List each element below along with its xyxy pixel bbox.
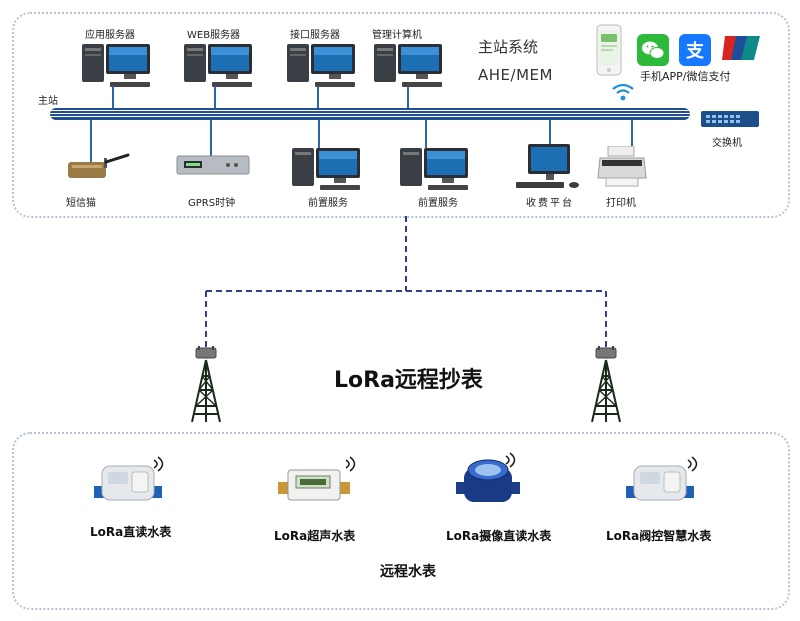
- lora-gateway-tower-right-icon: [591, 346, 621, 423]
- meter-label-camera: LoRa摄像直读水表: [446, 529, 552, 543]
- connector: [214, 86, 216, 108]
- system-name: 主站系统: [478, 38, 539, 56]
- front-server-2-label: 前置服务: [418, 198, 458, 209]
- meters-panel: [12, 432, 790, 610]
- lora-gateway-tower-left-icon: [191, 346, 221, 423]
- front-server-2-computer-icon: [400, 148, 468, 190]
- connector: [112, 86, 114, 108]
- billing-platform-computer-icon: [516, 144, 579, 188]
- connector: [425, 120, 427, 148]
- mobile-phone-icon: [596, 24, 622, 76]
- switch-label: 交换机: [712, 138, 742, 149]
- meter-label-ultrasonic: LoRa超声水表: [274, 529, 356, 543]
- app-payment-label: 手机APP/微信支付: [640, 70, 731, 83]
- main-station-label: 主站: [38, 96, 58, 107]
- lora-valve-smart-meter-icon: [626, 456, 698, 501]
- front-server-1-computer-icon: [292, 148, 360, 190]
- network-bus: [50, 108, 690, 120]
- connector: [318, 120, 320, 148]
- connector: [90, 120, 92, 164]
- system-code: AHE/MEM: [478, 66, 553, 84]
- printer-label: 打印机: [606, 198, 636, 209]
- interface-server-label: 接口服务器: [290, 30, 340, 41]
- sms-modem-icon: [68, 153, 130, 178]
- svg-text:支: 支: [685, 40, 705, 62]
- unionpay-icon: [722, 36, 760, 60]
- app-server-computer-icon: [82, 44, 150, 87]
- management-computer-icon: [374, 44, 442, 87]
- meters-group-label: 远程水表: [380, 564, 436, 580]
- center-title: LoRa远程抄表: [334, 368, 483, 393]
- wechat-icon: [637, 34, 669, 66]
- interface-server-computer-icon: [287, 44, 355, 87]
- connector: [549, 120, 551, 146]
- alipay-icon: 支: [679, 34, 711, 66]
- connector: [407, 86, 409, 108]
- lora-direct-read-meter-icon: [94, 456, 164, 501]
- sms-modem-label: 短信猫: [66, 198, 96, 209]
- main-station-panel: [12, 12, 790, 218]
- lora-camera-meter-icon: [456, 452, 520, 502]
- billing-platform-label: 收费平台: [526, 198, 574, 209]
- web-server-label: WEB服务器: [187, 30, 241, 41]
- wifi-icon: [612, 83, 634, 101]
- app-server-label: 应用服务器: [85, 30, 135, 41]
- connector: [631, 120, 633, 148]
- gprs-clock-label: GPRS时钟: [188, 198, 236, 209]
- printer-icon: [597, 146, 647, 187]
- meter-label-valve-smart: LoRa阀控智慧水表: [606, 529, 712, 543]
- web-server-computer-icon: [184, 44, 252, 87]
- meter-label-direct-read: LoRa直读水表: [90, 525, 172, 539]
- network-switch-icon: [701, 111, 759, 127]
- connector: [317, 86, 319, 108]
- front-server-1-label: 前置服务: [308, 198, 348, 209]
- management-computer-label: 管理计算机: [372, 30, 422, 41]
- lora-ultrasonic-meter-icon: [278, 456, 356, 501]
- connector: [210, 120, 212, 156]
- gprs-clock-icon: [176, 155, 250, 175]
